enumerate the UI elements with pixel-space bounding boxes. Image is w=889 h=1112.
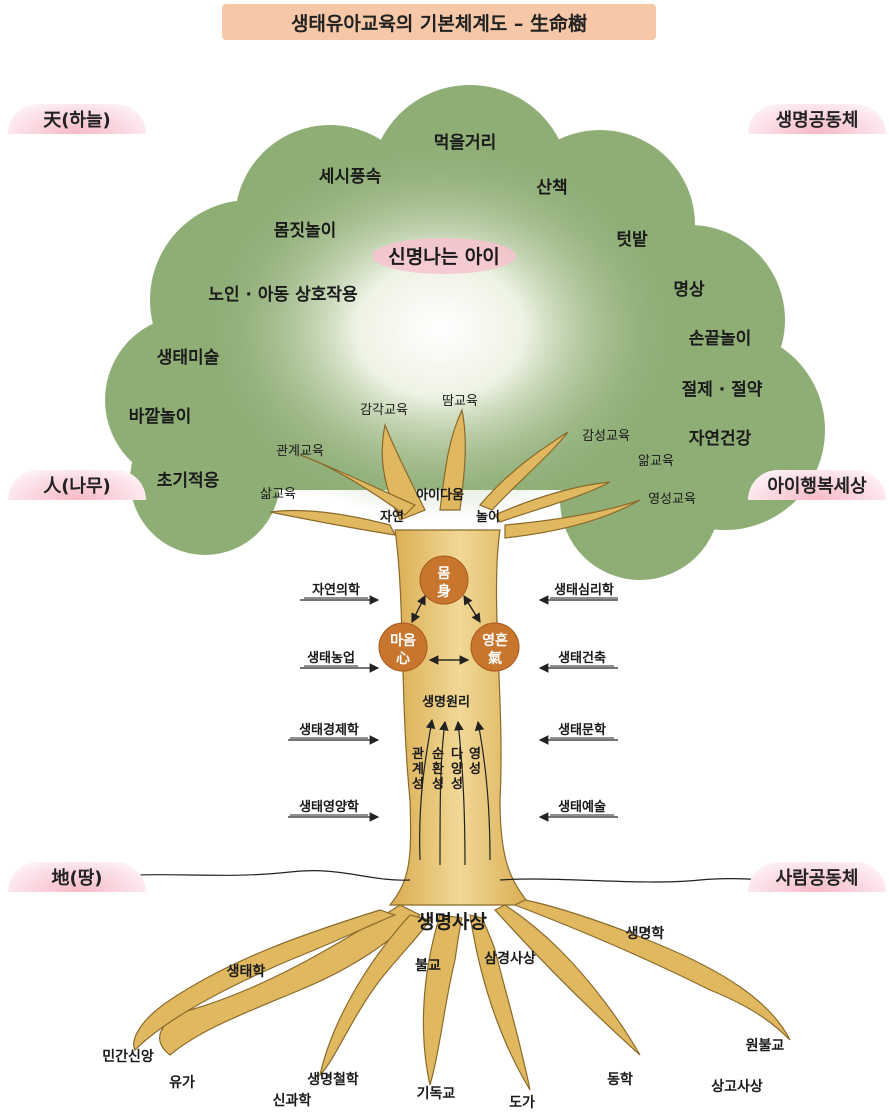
right-input: 생태문학 <box>558 722 606 738</box>
corner-label-happy-world: 아이행복세상 <box>748 470 886 500</box>
root-label: 신과학 <box>273 1093 312 1109</box>
branch-core-right: 놀이 <box>476 509 500 525</box>
left-arrows <box>288 600 378 817</box>
corner-label-people-community: 사람공동체 <box>748 862 886 892</box>
right-arrows <box>540 600 618 817</box>
canopy-item: 세시풍속 <box>319 167 382 187</box>
branch-label: 감각교육 <box>360 403 408 418</box>
circle-body-hanja: 身 <box>437 583 451 600</box>
root-label: 생명학 <box>626 925 665 942</box>
trunk-principle: 생명원리 <box>422 694 470 710</box>
left-input: 생태경제학 <box>299 722 359 738</box>
branch-label: 영성교육 <box>648 492 696 507</box>
branch-label: 땀교육 <box>442 394 478 409</box>
canopy-item: 명상 <box>673 280 705 300</box>
roots-center: 생명사상 <box>417 911 487 933</box>
corner-label-heaven: 天(하늘) <box>8 104 146 134</box>
root-label: 상고사상 <box>711 1079 763 1095</box>
root-label: 도가 <box>509 1095 535 1111</box>
canopy-item: 산책 <box>536 178 567 198</box>
branch-core-center: 아이다움 <box>416 487 464 503</box>
canopy-item: 손끝놀이 <box>689 329 752 349</box>
root-label: 생태학 <box>227 964 266 980</box>
left-input: 생태영양학 <box>299 799 359 815</box>
left-input-labels: 자연의학 생태농업 생태경제학 생태영양학 <box>299 582 360 815</box>
canopy-item: 초기적응 <box>157 471 220 491</box>
left-input: 자연의학 <box>312 582 360 598</box>
right-input: 생태심리학 <box>554 582 614 598</box>
root-label: 기독교 <box>417 1086 456 1102</box>
circle-mind-label: 마음 <box>390 633 416 649</box>
corner-label-earth: 地(땅) <box>8 862 146 892</box>
circle-mind-hanja: 心 <box>396 651 410 667</box>
canopy-center: 신명나는 아이 <box>388 246 500 268</box>
right-input-labels: 생태심리학 생태건축 생태문학 생태예술 <box>554 582 614 815</box>
canopy-item: 노인 · 아동 상호작용 <box>208 285 358 305</box>
diagram-title: 생태유아교육의 기본체계도 – 生命樹 <box>222 4 656 40</box>
right-input: 생태건축 <box>558 650 606 666</box>
corner-label-tree: 人(나무) <box>8 470 146 500</box>
root-label: 불교 <box>415 958 441 974</box>
root-label: 민간신앙 <box>102 1048 154 1065</box>
root-label: 유가 <box>169 1075 195 1091</box>
branch-label: 삶교육 <box>260 487 296 502</box>
right-input: 생태예술 <box>558 799 606 815</box>
branch-label: 앎교육 <box>638 454 674 469</box>
canopy-item: 텃밭 <box>616 230 648 250</box>
corner-label-life-community: 생명공동체 <box>748 104 886 134</box>
canopy-item: 바깥놀이 <box>129 407 192 427</box>
circle-body-label: 몸 <box>438 566 451 582</box>
root-label: 생명철학 <box>307 1071 359 1088</box>
canopy-item: 먹을거리 <box>434 133 497 153</box>
branch-core-left: 자연 <box>380 510 404 525</box>
branch-label: 관계교육 <box>276 444 324 459</box>
root-label: 동학 <box>607 1072 633 1088</box>
canopy-item: 생태미술 <box>157 348 220 368</box>
canopy-item: 자연건강 <box>689 429 752 449</box>
root-label: 원불교 <box>746 1038 785 1054</box>
branch-label: 감성교육 <box>582 429 630 444</box>
canopy-item: 몸짓놀이 <box>274 221 337 241</box>
circle-spirit-label: 영혼 <box>482 632 508 649</box>
root-label: 삼경사상 <box>484 950 536 967</box>
circle-spirit-hanja: 氣 <box>488 650 502 667</box>
left-input: 생태농업 <box>307 651 355 666</box>
canopy-item: 절제 · 절약 <box>682 379 763 400</box>
